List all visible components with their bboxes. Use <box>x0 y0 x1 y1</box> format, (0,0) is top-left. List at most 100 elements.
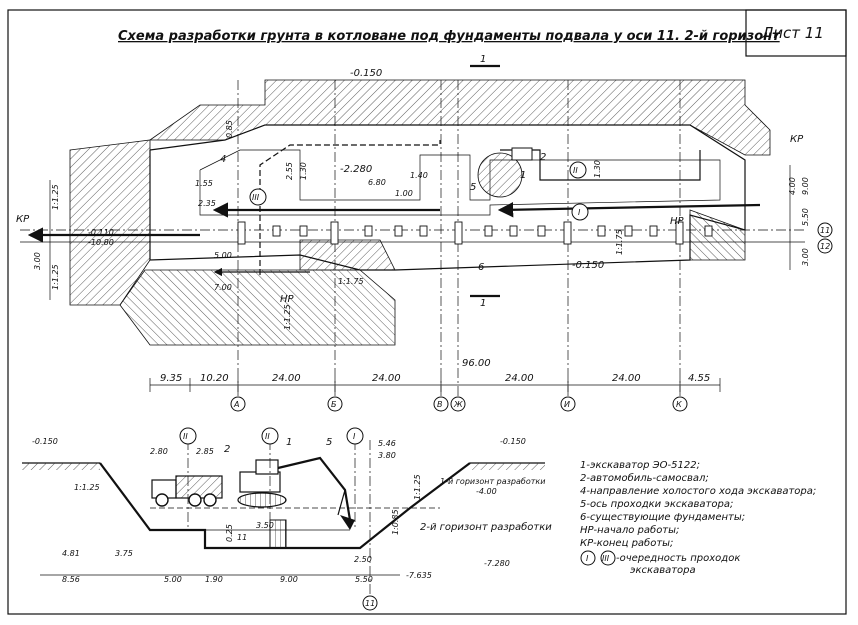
svg-text:3.80: 3.80 <box>378 451 396 460</box>
plan-slope-left-band <box>69 139 151 306</box>
pit-bottom-outline <box>149 124 746 271</box>
section-axis-mid: 11 <box>237 533 247 542</box>
plan-slope-label: 1:1.75 <box>338 277 364 286</box>
svg-text:8.56: 8.56 <box>62 575 80 584</box>
section-bottom-dims: 8.56 5.00 1.90 9.00 5.50 2.50 <box>62 555 373 584</box>
svg-text:2.85: 2.85 <box>196 447 214 456</box>
plan-num-6: 6 <box>478 262 484 273</box>
svg-text:24.00: 24.00 <box>612 373 641 384</box>
section-elev-right: -0.150 <box>500 437 526 446</box>
svg-text:5.50: 5.50 <box>355 575 373 584</box>
plan-num-1: 1 <box>520 170 526 181</box>
plan-slope-label-5: 1:1.75 <box>615 229 624 255</box>
svg-text:9.35: 9.35 <box>160 373 182 384</box>
svg-text:I: I <box>353 432 356 441</box>
svg-text:1.40: 1.40 <box>410 171 428 180</box>
svg-text:К: К <box>676 400 682 409</box>
svg-text:3.50: 3.50 <box>256 521 274 530</box>
plan-slope-label-3: 1:1.25 <box>51 264 60 290</box>
sheet-title: Схема разработки грунта в котловане под … <box>118 29 781 44</box>
section-slope-mid: 1:0.85 <box>391 509 400 535</box>
svg-text:24.00: 24.00 <box>505 373 534 384</box>
svg-text:0.25: 0.25 <box>225 524 234 542</box>
svg-text:1.30: 1.30 <box>299 162 308 180</box>
plan-num-4: 4 <box>220 154 226 165</box>
plan-elev-mid2: -0.150 <box>572 260 604 271</box>
svg-text:9.00: 9.00 <box>801 177 810 195</box>
svg-text:2.55: 2.55 <box>285 162 294 180</box>
svg-text:3.00: 3.00 <box>801 248 810 266</box>
svg-text:0.85: 0.85 <box>225 120 234 138</box>
sheet-frame <box>7 9 847 615</box>
plan-num-2: 2 <box>540 152 546 163</box>
legend-item: 4-направление холостого хода экскаватора… <box>580 486 816 497</box>
section-foundation <box>269 519 287 549</box>
legend-item: 2-автомобиль-самосвал; <box>580 472 709 484</box>
plan-slope-label-2: 1:1.25 <box>51 184 60 210</box>
plan-slope-top-band <box>148 79 771 156</box>
legend-item: 6-существующие фундаменты; <box>580 512 745 523</box>
plan-dim-96: 96.00 <box>462 358 491 369</box>
np-label-2: НР <box>670 216 685 227</box>
legend-item: НР-начало работы; <box>580 524 679 536</box>
axis-bubble-11-label: 11 <box>820 226 830 235</box>
section-elev-3: -7.280 <box>484 559 510 568</box>
np-label-1: НР <box>280 294 295 305</box>
section-elev-2: -7.635 <box>406 571 432 580</box>
plan-axis-bubbles: А Б В Ж И К <box>230 396 688 412</box>
axis-bubble-12-label: 12 <box>820 242 830 251</box>
existing-foundations <box>237 221 713 245</box>
plan-num-5: 5 <box>470 182 476 193</box>
svg-text:I: I <box>578 208 581 217</box>
svg-text:5.00: 5.00 <box>164 575 182 584</box>
plan-view: -0.150 -2.280 -0.150 -0.110 -10.80 1 1 К… <box>16 54 833 412</box>
plan-bottom-dims: 9.35 10.20 24.00 24.00 24.00 24.00 4.55 <box>160 373 710 384</box>
plan-elev-side: -0.110 <box>88 228 114 237</box>
axis-bubble-11 <box>817 222 833 238</box>
legend-order-text-2: экскаватора <box>630 565 696 576</box>
plan-section-mark: 1 <box>480 54 486 65</box>
legend-item: 1-экскаватор ЭО-5122; <box>580 460 700 471</box>
section-view: -0.150 -0.150 -4.00 -7.635 -7.280 1-й го… <box>22 427 552 611</box>
title-cell <box>745 9 847 57</box>
horizon2-outline <box>199 149 721 216</box>
svg-text:5.00: 5.00 <box>214 251 232 260</box>
svg-text:II: II <box>265 432 270 441</box>
plan-left-dim-1: 3.00 <box>33 252 42 270</box>
svg-text:1.00: 1.00 <box>395 189 413 198</box>
section-horizon-2: 2-й горизонт разработки <box>420 521 552 533</box>
svg-text:1.30: 1.30 <box>593 160 602 178</box>
kp-left-label: КР <box>16 214 30 225</box>
section-num-1: 1 <box>286 437 292 448</box>
plan-elev-side2: -10.80 <box>88 238 114 247</box>
kp-right-label: КР <box>790 134 804 145</box>
plan-elev-top: -0.150 <box>350 68 382 79</box>
svg-text:24.00: 24.00 <box>272 373 301 384</box>
bottom-dim-ticks <box>149 378 721 392</box>
section-num-2: 2 <box>224 444 230 455</box>
plan-inner-dims: 6.80 1.00 1.40 1.55 2.35 5.00 7.00 2.55 … <box>195 120 602 292</box>
svg-text:II: II <box>573 166 578 175</box>
svg-text:9.00: 9.00 <box>280 575 298 584</box>
plan-slope-center-band <box>299 239 396 271</box>
section-axis-bubble-label: 11 <box>365 599 375 608</box>
svg-text:II: II <box>183 432 188 441</box>
legend-roman-end: III <box>602 554 610 563</box>
svg-text:И: И <box>564 400 570 409</box>
plan-slope-label-4: 1:1.25 <box>283 304 292 330</box>
plan-section-mark-bottom: 1 <box>480 298 486 309</box>
section-roman-marks: II II I <box>179 427 364 445</box>
svg-text:5.46: 5.46 <box>378 439 396 448</box>
svg-text:III: III <box>252 193 260 202</box>
legend-item: КР-конец работы; <box>580 537 673 549</box>
legend-roman-start: I <box>586 554 589 563</box>
plan-elev-mid: -2.280 <box>340 164 372 175</box>
svg-text:6.80: 6.80 <box>368 178 386 187</box>
section-num-5: 5 <box>326 437 332 448</box>
svg-text:7.00: 7.00 <box>214 283 232 292</box>
section-elev-left: -0.150 <box>32 437 58 446</box>
svg-text:2.80: 2.80 <box>150 447 168 456</box>
svg-text:1.90: 1.90 <box>205 575 223 584</box>
section-elev-1: -4.00 <box>476 487 497 496</box>
